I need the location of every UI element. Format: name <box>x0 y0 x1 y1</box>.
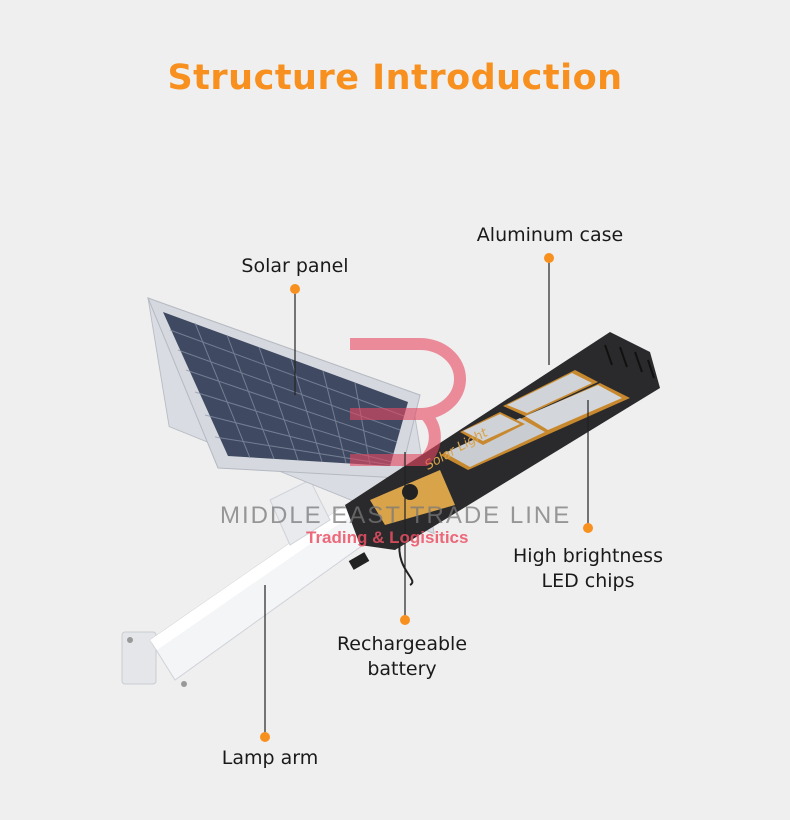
solar-panel-dot <box>290 284 300 294</box>
label-battery-line2: battery <box>367 658 437 680</box>
page-title: Structure Introduction <box>167 58 623 98</box>
label-solar-panel: Solar panel <box>241 255 349 277</box>
watermark-logo <box>350 338 466 466</box>
label-led-chips: High brightness LED chips <box>513 544 663 594</box>
battery-dot <box>400 615 410 625</box>
watermark-name: MIDDLE EAST TRADE LINE <box>220 502 572 529</box>
watermark-tagline: Trading & Logisitics <box>306 528 469 547</box>
led-chips-dot <box>583 523 593 533</box>
label-led-chips-line1: High brightness <box>513 545 663 567</box>
aluminum-case-dot <box>544 253 554 263</box>
label-lamp-arm: Lamp arm <box>221 747 319 769</box>
leader-lines <box>264 258 589 737</box>
label-battery-line1: Rechargeable <box>336 633 468 655</box>
label-battery: Rechargeable battery <box>337 632 467 682</box>
lamp-head: Solar Light <box>345 332 660 586</box>
label-led-chips-line2: LED chips <box>541 570 635 592</box>
lamp-arm <box>121 479 371 687</box>
label-aluminum-case: Aluminum case <box>476 224 624 246</box>
lamp-arm-dot <box>260 732 270 742</box>
